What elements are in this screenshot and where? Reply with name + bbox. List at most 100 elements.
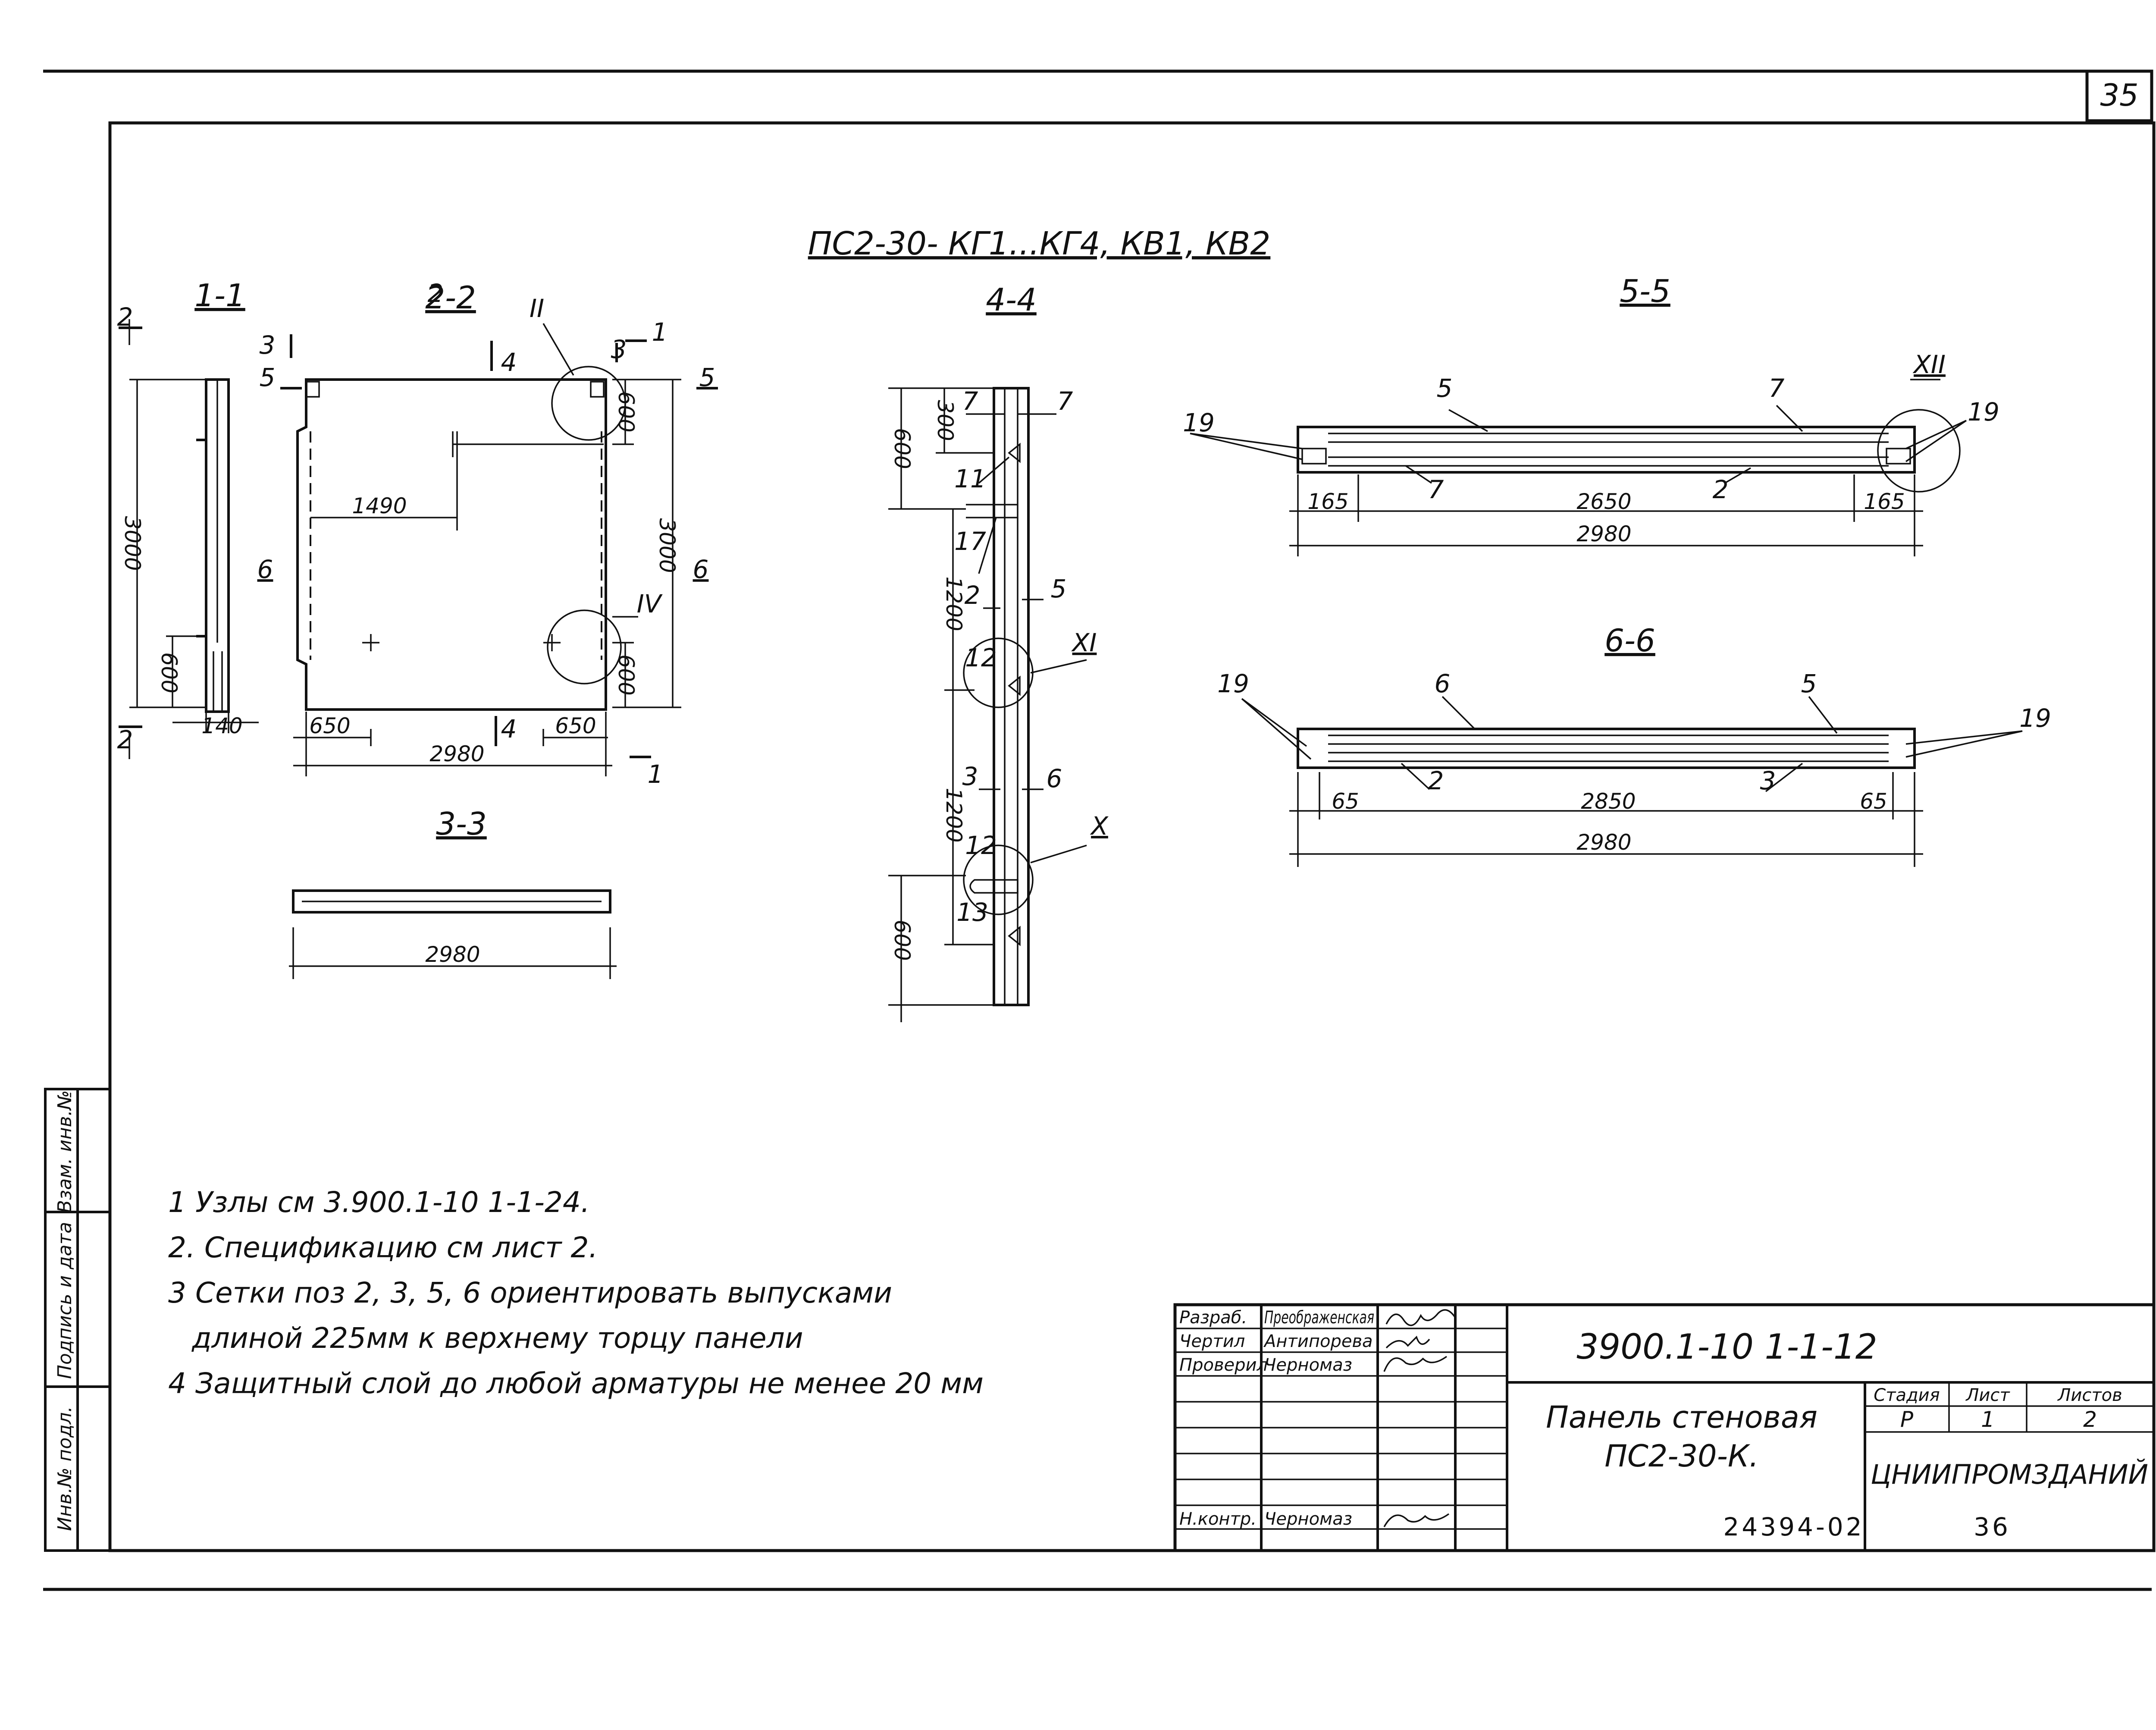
pos-4-4-12-lower: 12 [965,831,997,860]
mark-3-right: 3 [611,335,627,364]
mark-4-top: 4 [501,348,517,377]
side-stamp-sign: Подпись и дата [54,1222,76,1379]
pos-5-5-19-right: 19 [1968,397,1999,427]
dim-4-4-300: 300 [933,400,958,441]
side-stamp: Инв.№ подл. Подпись и дата Взам. инв.№ [44,1088,111,1552]
pos-6-6-19-left: 19 [1217,669,1249,698]
pos-4-4-3: 3 [962,762,978,791]
mark-6-right: 6 [693,555,709,584]
section-4-4-label: 4-4 [986,282,1037,318]
tb-role-4: Н.контр. [1179,1509,1257,1529]
signature-4 [1383,1513,1450,1527]
section-2-2-label: 2-2 [425,279,476,316]
mark-1-top: 1 [652,317,668,347]
pos-4-4-2: 2 [965,581,981,610]
sheet-value: 1 [1981,1407,1995,1432]
dim-4-4-1200-upper: 1200 [941,576,966,631]
dim-5-5-2650: 2650 [1576,489,1631,514]
dim-2-2-1490: 1490 [352,493,407,518]
dim-2-2-3000: 3000 [655,518,680,573]
pos-6-6-6: 6 [1435,669,1451,698]
section-3-3-label: 3-3 [436,806,487,842]
archive-number: 24394-02 [1723,1512,1864,1542]
tb-role-3: Проверил [1179,1355,1268,1375]
signature-3 [1383,1356,1448,1372]
note-3: 3 Сетки поз 2, 3, 5, 6 ориентировать вып… [168,1276,892,1309]
section-6-6-label: 6-6 [1604,622,1655,659]
pos-4-4-7-right: 7 [1057,386,1073,416]
mark-2-2-2: 2 [428,279,444,308]
pos-4-4-6: 6 [1047,764,1062,793]
pos-4-4-5: 5 [1051,574,1067,603]
pos-5-5-2: 2 [1713,475,1729,504]
cut-mark-2-top: 2 [117,302,133,332]
dim-3-3-2980: 2980 [425,942,480,967]
tb-name-4: Черномаз [1264,1509,1352,1529]
tb-role-2: Чертил [1179,1331,1245,1351]
cut-mark-2-bottom: 2 [117,725,133,754]
note-4: 4 Защитный слой до любой арматуры не мен… [168,1367,984,1400]
tb-name-3: Черномаз [1264,1355,1352,1375]
node-ii: II [530,294,544,323]
sheets-label: Листов [2057,1385,2122,1405]
pos-6-6-2: 2 [1428,766,1444,795]
dim-6-6-65-left: 65 [1332,789,1359,814]
sheet-label: Лист [1965,1385,2010,1405]
dim-2-2-650-right: 650 [555,713,596,738]
general-notes: 1 Узлы см 3.900.1-10 1-1-24. 2. Специфик… [168,1186,984,1400]
note-3-cont: длиной 225мм к верхнему торцу панели [191,1322,803,1355]
drawing-name-line2: ПС2-30-К. [1604,1438,1759,1474]
signature-1 [1385,1309,1456,1326]
section-4-4: 4-4 600 300 1200 [888,282,1109,1022]
pos-4-4-7-left: 7 [962,386,978,416]
pos-4-4-12-upper: 12 [965,643,997,672]
mark-5-right: 5 [699,363,715,392]
dim-5-5-165-right: 165 [1864,489,1905,514]
dim-5-5-165-left: 165 [1307,489,1348,514]
dim-4-4-1200-lower: 1200 [941,788,966,842]
dim-5-5-2980: 2980 [1576,521,1631,546]
pos-6-6-5: 5 [1801,669,1817,698]
pos-6-6-19-right: 19 [2019,703,2051,733]
dim-2-2-650-left: 650 [309,713,350,738]
dim-2-2-600-bottom: 600 [614,654,639,695]
section-5-5-label: 5-5 [1620,273,1670,309]
drawing-name-line1: Панель стеновая [1546,1400,1818,1435]
pos-6-6-3: 3 [1760,766,1776,795]
tb-name-2: Антипорева [1263,1331,1373,1351]
pos-4-4-13: 13 [956,898,988,927]
note-2: 2. Спецификацию см лист 2. [168,1231,598,1264]
archive-sheet: 36 [1974,1512,2011,1542]
node-xi: XI [1071,628,1097,657]
pos-4-4-17: 17 [954,527,986,556]
pos-5-5-7-bottom: 7 [1428,475,1444,504]
pos-5-5-19-left: 19 [1183,408,1215,437]
mark-5-left: 5 [260,363,276,392]
dim-4-4-600-top: 600 [890,428,915,469]
section-1-1-label: 1-1 [194,277,245,314]
page-number: 35 [2100,78,2138,113]
note-1: 1 Узлы см 3.900.1-10 1-1-24. [168,1186,590,1219]
mark-4-bottom: 4 [501,714,517,744]
dim-1-1-140: 140 [201,713,242,738]
organization: ЦНИИПРОМЗДАНИЙ [1871,1458,2148,1490]
title-block: Разраб. Преображенская Чертил Антипорева… [1173,1303,2156,1552]
mark-3-left: 3 [260,330,276,360]
dim-2-2-600-top: 600 [614,391,639,432]
mark-1-bottom: 1 [648,760,664,789]
drawing-title: ПС2-30- КГ1...КГ4, КВ1, КВ2 [808,225,1271,262]
stage-label: Стадия [1874,1385,1940,1405]
section-5-5: 5-5 165 2650 165 2980 5 7 19 19 7 2 [1183,273,1999,556]
section-1-1: 1-1 3000 600 140 2 2 [117,277,259,759]
tb-role-1: Разраб. [1179,1308,1247,1328]
dim-2-2-2980: 2980 [429,741,484,766]
mark-6-left: 6 [257,555,273,584]
node-iv: IV [637,589,663,619]
node-xii: XII [1912,350,1946,379]
section-2-2: 2-2 [257,279,718,789]
dim-4-4-600-bottom: 600 [890,920,915,961]
side-stamp-replace: Взам. инв.№ [54,1090,76,1213]
stage-value: Р [1900,1407,1914,1432]
dim-6-6-2850: 2850 [1581,789,1636,814]
